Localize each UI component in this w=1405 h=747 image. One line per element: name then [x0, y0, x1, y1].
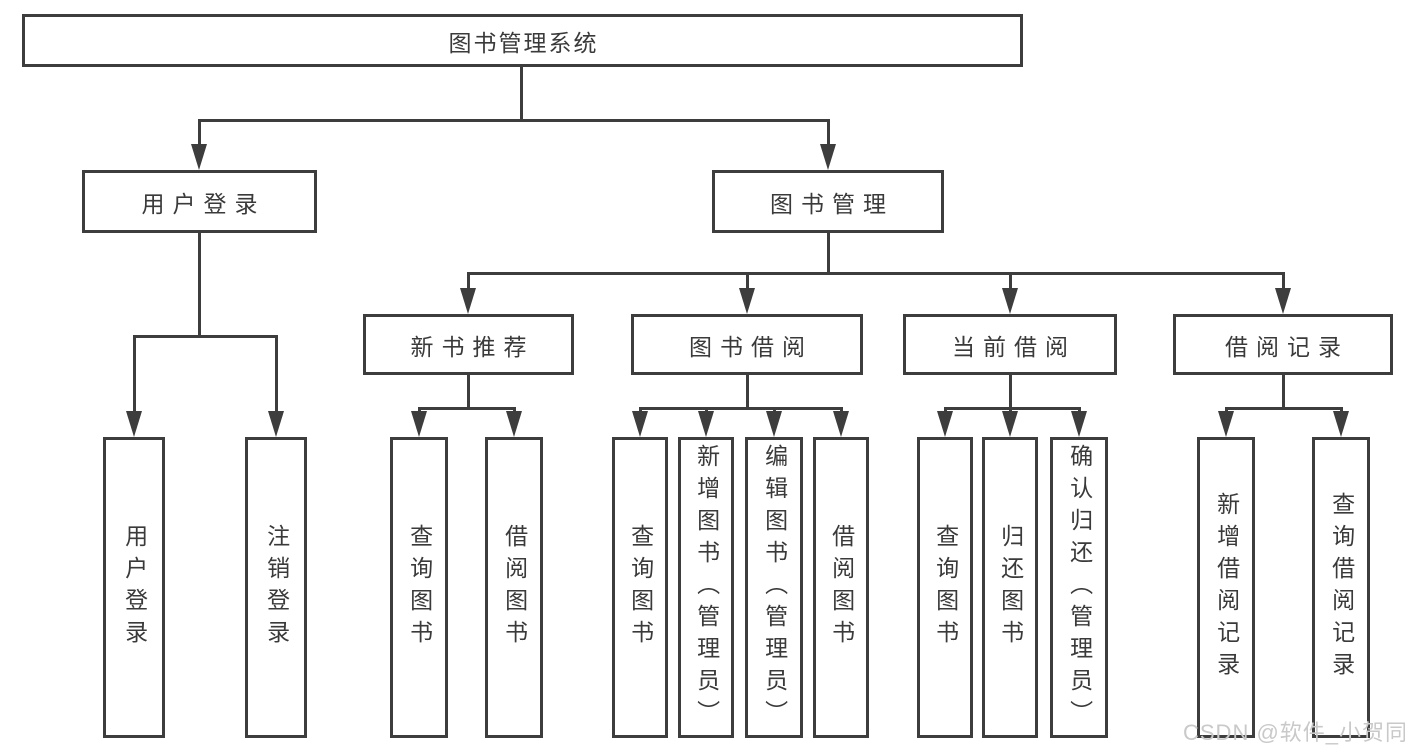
arrow-down-icon	[268, 411, 284, 437]
arrow-down-icon	[1002, 411, 1018, 437]
node-current-borrow: 当前借阅	[903, 314, 1117, 375]
connector-bar	[419, 407, 515, 410]
node-label: 图书管理	[770, 190, 894, 217]
arrow-down-icon	[1333, 411, 1349, 437]
leaf-query-borrow-record: 查询借阅记录	[1312, 437, 1370, 738]
connector-shaft	[1282, 272, 1285, 292]
node-book-borrow: 图书借阅	[631, 314, 863, 375]
arrow-down-icon	[1218, 411, 1234, 437]
connector-stem	[1282, 375, 1285, 407]
connector-shaft	[827, 119, 830, 147]
node-library-system: 图书管理系统	[22, 14, 1023, 67]
connector-bar	[1226, 407, 1342, 410]
node-label: 用户登录	[141, 190, 266, 217]
leaf-borrow-book-recommend: 借阅图书	[485, 437, 543, 738]
arrow-down-icon	[460, 288, 476, 314]
node-new-book-recommend: 新书推荐	[363, 314, 574, 375]
leaf-query-book-current: 查询图书	[917, 437, 973, 738]
leaf-label: 新增借阅记录	[1213, 491, 1240, 684]
connector-shaft	[198, 119, 201, 147]
leaf-borrow-book: 借阅图书	[813, 437, 869, 738]
node-borrow-records: 借阅记录	[1173, 314, 1393, 375]
connector-shaft	[1009, 272, 1012, 292]
arrow-down-icon	[411, 411, 427, 437]
leaf-query-book-borrow: 查询图书	[612, 437, 668, 738]
leaf-label: 注销登录	[263, 523, 290, 652]
arrow-down-icon	[820, 144, 836, 170]
leaf-label: 查询借阅记录	[1328, 491, 1355, 684]
arrow-down-icon	[833, 411, 849, 437]
leaf-label: 确认归还（管理员）	[1066, 443, 1093, 732]
leaf-return-book: 归还图书	[982, 437, 1038, 738]
leaf-label: 新增图书（管理员）	[693, 443, 720, 732]
leaf-logout: 注销登录	[245, 437, 307, 738]
leaf-label: 编辑图书（管理员）	[761, 443, 788, 732]
leaf-edit-book-admin: 编辑图书（管理员）	[745, 437, 803, 738]
arrow-down-icon	[1002, 288, 1018, 314]
connector-stem	[467, 375, 470, 407]
leaf-add-borrow-record: 新增借阅记录	[1197, 437, 1255, 738]
leaf-label: 归还图书	[997, 523, 1024, 652]
connector-bar	[640, 407, 842, 410]
connector-login-bar	[133, 335, 278, 338]
arrow-down-icon	[739, 288, 755, 314]
connector-bar	[945, 407, 1080, 410]
arrow-down-icon	[1071, 411, 1087, 437]
arrow-down-icon	[937, 411, 953, 437]
connector-shaft	[275, 335, 278, 415]
leaf-label: 借阅图书	[501, 523, 528, 652]
leaf-user-login: 用户登录	[103, 437, 165, 738]
leaf-confirm-return-admin: 确认归还（管理员）	[1050, 437, 1108, 738]
arrow-down-icon	[1275, 288, 1291, 314]
leaf-add-book-admin: 新增图书（管理员）	[678, 437, 734, 738]
node-label: 新书推荐	[410, 333, 535, 360]
arrow-down-icon	[506, 411, 522, 437]
node-book-management: 图书管理	[712, 170, 944, 233]
connector-mgmt-bar	[468, 272, 1284, 275]
connector-mgmt-stem	[827, 233, 830, 272]
arrow-down-icon	[191, 144, 207, 170]
node-label: 借阅记录	[1225, 333, 1349, 360]
connector-stem	[1009, 375, 1012, 407]
arrow-down-icon	[766, 411, 782, 437]
arrow-down-icon	[126, 411, 142, 437]
node-label: 当前借阅	[952, 333, 1076, 360]
node-label: 图书借阅	[689, 333, 813, 360]
node-user-login: 用户登录	[82, 170, 317, 233]
connector-shaft	[467, 272, 470, 292]
leaf-label: 用户登录	[121, 523, 148, 652]
arrow-down-icon	[632, 411, 648, 437]
leaf-label: 借阅图书	[828, 523, 855, 652]
connector-root-stem	[520, 66, 523, 119]
leaf-label: 查询图书	[627, 523, 654, 652]
connector-stem	[746, 375, 749, 407]
leaf-label: 查询图书	[406, 523, 433, 652]
connector-login-stem	[198, 233, 201, 335]
leaf-query-book-recommend: 查询图书	[390, 437, 448, 738]
arrow-down-icon	[698, 411, 714, 437]
connector-shaft	[746, 272, 749, 292]
leaf-label: 查询图书	[932, 523, 959, 652]
connector-root-bar	[198, 119, 830, 122]
connector-shaft	[133, 335, 136, 415]
node-label: 图书管理系统	[448, 29, 599, 56]
